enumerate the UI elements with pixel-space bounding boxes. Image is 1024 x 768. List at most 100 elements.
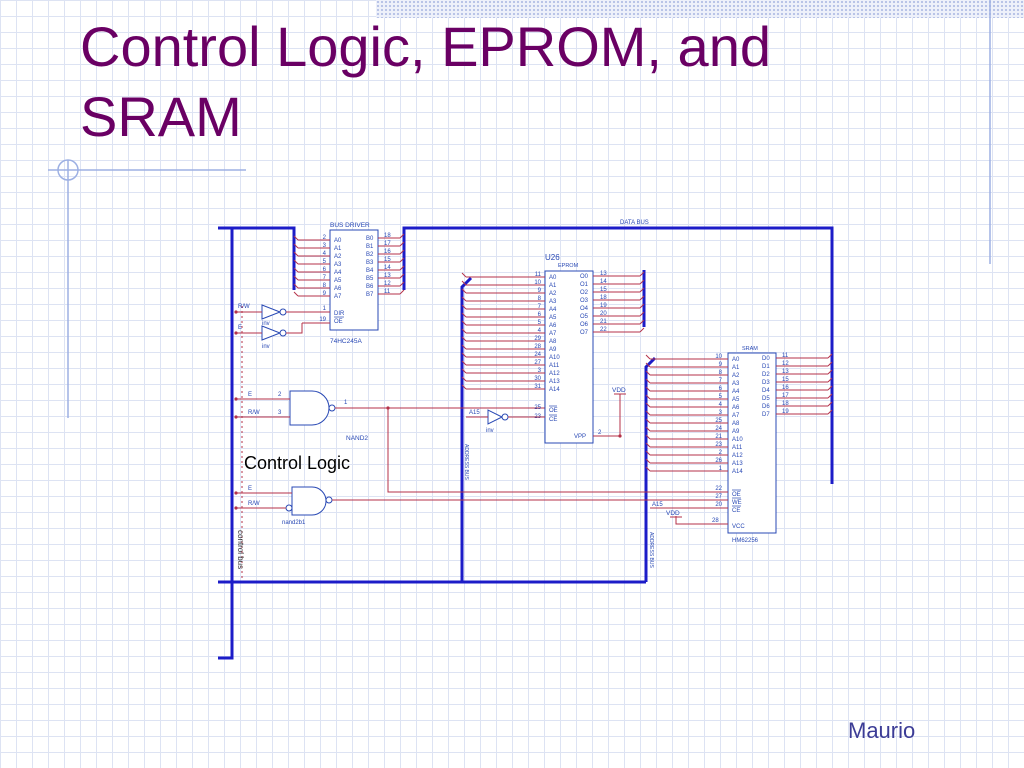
control-bus-line (218, 228, 234, 660)
sram-address-label: A9 (732, 429, 740, 435)
junction-dot (234, 331, 238, 335)
bus-entry (645, 378, 651, 384)
data-bus-line (402, 226, 834, 484)
bus-driver-a-pin-label: A2 (334, 254, 342, 260)
bus-entry (461, 384, 467, 390)
sram-we-label: WE (732, 500, 742, 506)
eprom-address-label: A9 (549, 347, 557, 353)
eprom-address-label: A10 (549, 355, 560, 361)
bus-driver-a-pin-num: 2 (323, 235, 327, 241)
sram-address-num: 25 (715, 418, 722, 424)
sram-address-label: A12 (732, 453, 743, 459)
junction-dot (234, 506, 238, 510)
eprom-vpp-label: VPP (574, 434, 586, 440)
bus-driver-b-pin-num: 11 (384, 289, 391, 295)
eprom-data-num: 22 (600, 327, 607, 333)
sram-data-num: 12 (782, 361, 789, 367)
eprom-address-label: A3 (549, 299, 557, 305)
eprom-address-num: 28 (534, 344, 541, 350)
eprom-address-num: 30 (534, 376, 541, 382)
nand2b1-label: nand2b1 (282, 520, 306, 526)
bus-entry (645, 370, 651, 376)
bus-entry (293, 267, 299, 273)
bus-entry (827, 353, 833, 359)
eprom-address-label: A12 (549, 371, 560, 377)
address-bus-label-2: ADDRESS BUS (648, 532, 654, 569)
junction-dot (234, 310, 238, 314)
sram-address-num: 23 (715, 442, 722, 448)
bus-driver-title: BUS DRIVER (330, 222, 370, 229)
bus-entry (461, 328, 467, 334)
sram-address-label: A8 (732, 421, 740, 427)
eprom-address-label: A5 (549, 315, 557, 321)
top-decorative-band (376, 0, 1024, 18)
sram-address-label: A5 (732, 397, 740, 403)
sram-address-num: 4 (719, 402, 723, 408)
bus-entry (293, 259, 299, 265)
inverter-label: inv (262, 344, 270, 350)
bus-driver-a-pin-num: 5 (323, 259, 327, 265)
bus-driver-b-pin-label: B5 (366, 276, 374, 282)
bus-entry (461, 352, 467, 358)
nand2b1-input-label: R/W (248, 501, 260, 507)
nand2-bubble (328, 404, 336, 412)
sram-we-num: 27 (715, 494, 722, 500)
bus-entry (639, 319, 645, 325)
sram-ce-num: 20 (715, 502, 722, 508)
sram-vcc-num: 28 (712, 518, 719, 524)
bus-entry (645, 362, 651, 368)
eprom-address-num: 3 (538, 368, 542, 374)
bus-driver-b-pin-label: B2 (366, 252, 374, 258)
eprom-address-num: 9 (538, 288, 542, 294)
eprom-address-num: 24 (534, 352, 541, 358)
eprom-data-num: 14 (600, 279, 607, 285)
bus-entry (399, 257, 405, 263)
inverter-bubble (279, 308, 287, 316)
sram-data-num: 13 (782, 369, 789, 375)
bus-entry (645, 466, 651, 472)
bus-entry (293, 291, 299, 297)
bus-driver-a-pin-label: A6 (334, 286, 342, 292)
nand2b1-input-bubble (285, 504, 293, 512)
eprom-inverter-bubble (501, 413, 509, 421)
bus-driver-b-pin-num: 17 (384, 241, 391, 247)
sram-data-num: 16 (782, 385, 789, 391)
bus-driver-a-pin-label: A0 (334, 238, 342, 244)
nand2-input-label: R/W (248, 410, 260, 416)
bus-entry (461, 280, 467, 286)
sram-data-label: D6 (762, 404, 770, 410)
eprom-inv-label: inv (486, 428, 494, 434)
bus-driver-b-pin-label: B0 (366, 236, 374, 242)
bus-driver-b-pin-label: B4 (366, 268, 374, 274)
bus-entry (399, 265, 405, 271)
bus-entry (645, 402, 651, 408)
bus-driver-b-pin-num: 15 (384, 257, 391, 263)
sram-address-num: 24 (715, 426, 722, 432)
bus-entry (645, 386, 651, 392)
eprom-vdd-label: VDD (612, 387, 626, 394)
sram-address-num: 1 (719, 466, 723, 472)
bus-driver-a-pin-label: A4 (334, 270, 342, 276)
eprom-address-num: 29 (534, 336, 541, 342)
bus-entry (461, 336, 467, 342)
bus-entry (293, 251, 299, 257)
sram-a15-label: A15 (652, 502, 663, 508)
nand2-input-num: 3 (278, 410, 282, 416)
inverter-input-label: R/W (238, 304, 250, 310)
sram-address-label: A10 (732, 437, 743, 443)
control-bus-label: control bus (236, 530, 245, 569)
eprom-address-num: 6 (538, 312, 542, 318)
sram-address-label: A1 (732, 365, 740, 371)
eprom-data-num: 15 (600, 287, 607, 293)
bus-entry (639, 303, 645, 309)
eprom-data-label: O1 (580, 282, 589, 288)
sram-address-label: A13 (732, 461, 743, 467)
bus-entry (461, 288, 467, 294)
nand2-label: NAND2 (346, 435, 368, 442)
sram-address-label: A14 (732, 469, 743, 475)
sram-data-label: D2 (762, 372, 770, 378)
eprom-address-label: A13 (549, 379, 560, 385)
sram-part: HM62256 (732, 538, 759, 544)
bus-driver-part: 74HC245A (330, 338, 362, 345)
